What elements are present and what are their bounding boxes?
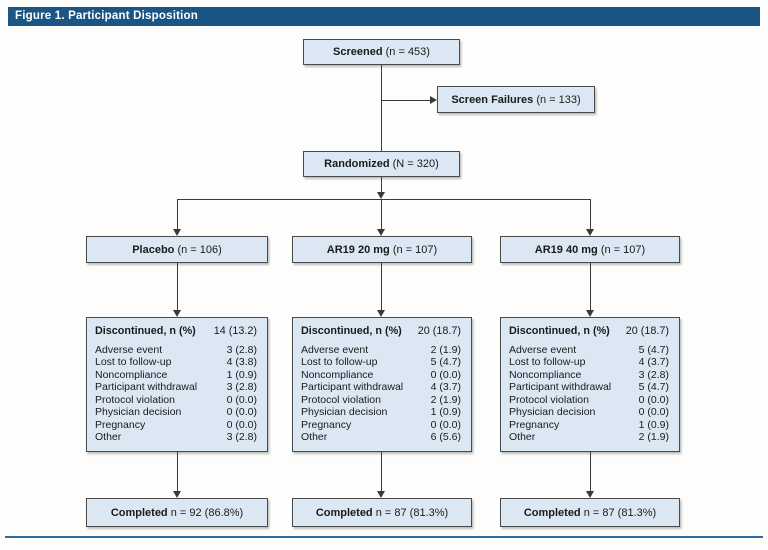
- arrowhead-ar19-40-discontinued: [586, 310, 594, 317]
- connector-screened-randomized: [381, 65, 382, 151]
- connector-branch-ar19-20: [381, 199, 382, 229]
- figure-title-bar: Figure 1. Participant Disposition: [8, 7, 760, 26]
- arrowhead-placebo: [173, 229, 181, 236]
- branch-line: [177, 199, 590, 200]
- arrowhead-ar19-20-discontinued: [377, 310, 385, 317]
- arm-box-placebo: Placebo (n = 106): [86, 236, 268, 263]
- screen-failures-label: Screen Failures (n = 133): [451, 93, 581, 106]
- connector-branch-ar19-40: [590, 199, 591, 229]
- arrowhead-ar19-20-completed: [377, 491, 385, 498]
- connector-ar19-40-discontinued: [590, 263, 591, 310]
- figure-bottom-rule: [5, 536, 763, 538]
- discontinued-box-ar19-40: Discontinued, n (%)20 (18.7) Adverse eve…: [500, 317, 680, 452]
- connector-branch-placebo: [177, 199, 178, 229]
- screen-failures-box: Screen Failures (n = 133): [437, 86, 595, 113]
- arm-label: AR19 40 mg (n = 107): [534, 243, 646, 256]
- arm-label: Placebo (n = 106): [132, 243, 222, 256]
- connector-randomized-branch: [381, 177, 382, 192]
- randomized-label: Randomized (N = 320): [324, 158, 439, 170]
- completed-box-ar19-20: Completed n = 87 (81.3%): [292, 498, 472, 527]
- connector-placebo-discontinued: [177, 263, 178, 310]
- completed-label: Completed n = 92 (86.8%): [110, 506, 244, 519]
- screened-label: Screened (n = 453): [333, 46, 430, 58]
- figure-title: Figure 1. Participant Disposition: [15, 10, 198, 22]
- screened-box: Screened (n = 453): [303, 39, 460, 65]
- arm-box-ar19-20: AR19 20 mg (n = 107): [292, 236, 472, 263]
- arrowhead-screen-failures: [430, 96, 437, 104]
- connector-placebo-completed: [177, 452, 178, 491]
- completed-label: Completed n = 87 (81.3%): [523, 506, 657, 519]
- discontinued-header: Discontinued, n (%)20 (18.7): [301, 325, 461, 337]
- arm-label: AR19 20 mg (n = 107): [326, 243, 438, 256]
- discontinued-box-ar19-20: Discontinued, n (%)20 (18.7) Adverse eve…: [292, 317, 472, 452]
- connector-ar19-20-completed: [381, 452, 382, 491]
- arm-box-ar19-40: AR19 40 mg (n = 107): [500, 236, 680, 263]
- arrowhead-ar19-40: [586, 229, 594, 236]
- discontinued-header: Discontinued, n (%)20 (18.7): [509, 325, 669, 337]
- connector-ar19-40-completed: [590, 452, 591, 491]
- arrowhead-ar19-20: [377, 229, 385, 236]
- completed-box-ar19-40: Completed n = 87 (81.3%): [500, 498, 680, 527]
- discontinued-box-placebo: Discontinued, n (%)14 (13.2) Adverse eve…: [86, 317, 268, 452]
- arrowhead-branch-center: [377, 192, 385, 199]
- arrowhead-ar19-40-completed: [586, 491, 594, 498]
- discontinued-header: Discontinued, n (%)14 (13.2): [95, 325, 257, 337]
- arrowhead-placebo-discontinued: [173, 310, 181, 317]
- randomized-box: Randomized (N = 320): [303, 151, 460, 177]
- arrowhead-placebo-completed: [173, 491, 181, 498]
- completed-label: Completed n = 87 (81.3%): [315, 506, 449, 519]
- connector-ar19-20-discontinued: [381, 263, 382, 310]
- completed-box-placebo: Completed n = 92 (86.8%): [86, 498, 268, 527]
- connector-screen-failures: [382, 100, 430, 101]
